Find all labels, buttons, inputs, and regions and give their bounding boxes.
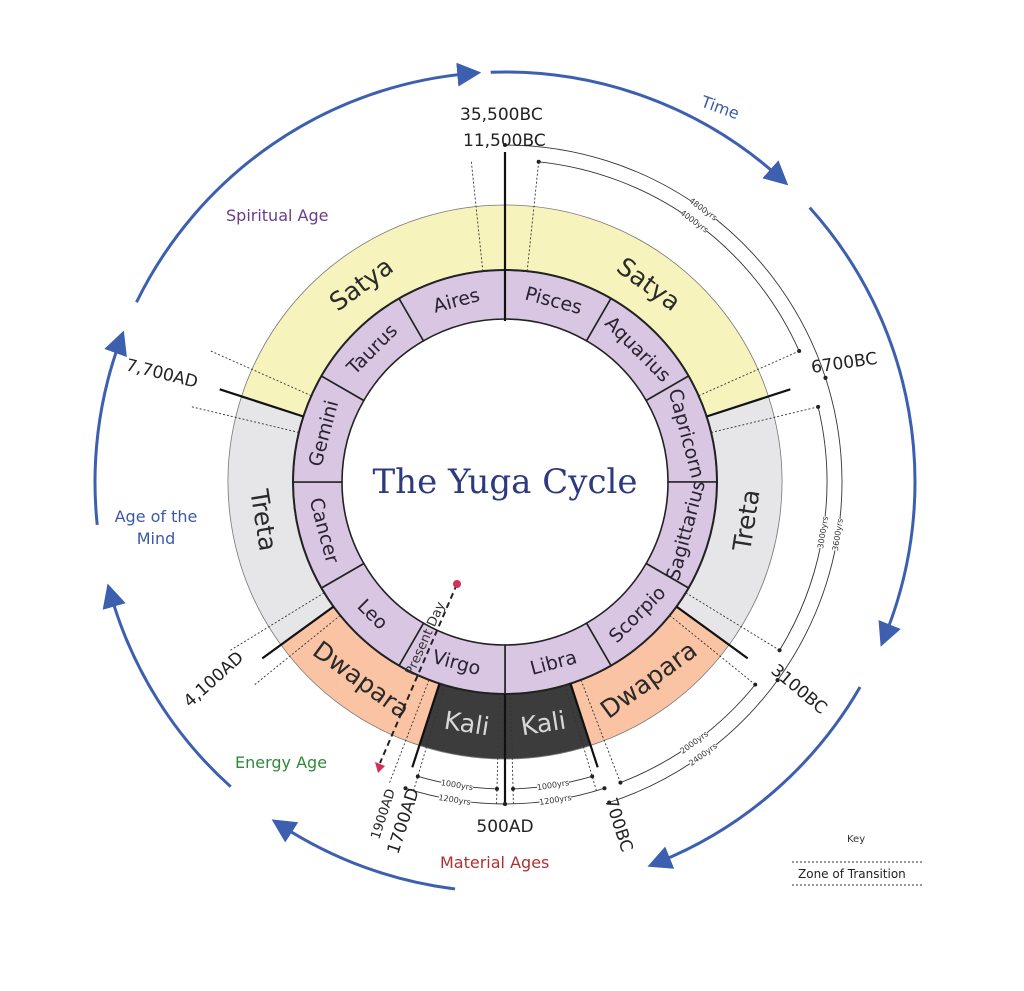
present-day-line <box>379 583 458 764</box>
dwapara-outer-duration-end <box>775 678 780 683</box>
dwapara-outer-duration-end <box>607 800 612 805</box>
date-35500bc: 35,500BC <box>460 105 543 125</box>
present-day-arrowhead <box>375 762 385 773</box>
treta-outer-duration-end <box>823 375 828 380</box>
present-day-dot <box>453 580 461 588</box>
boundary-lines <box>191 152 819 804</box>
kali-right-inner-duration-label-bg <box>536 777 570 793</box>
key-legend: Key Zone of Transition <box>792 834 924 886</box>
time-arrow-6 <box>93 330 127 526</box>
dwapara-inner-duration-end <box>618 780 623 785</box>
energy-age-label: Energy Age <box>235 753 327 772</box>
kali-left-inner-duration-label-bg <box>440 777 474 793</box>
satya-inner-duration-label-bg <box>678 208 711 235</box>
time-arrow-2 <box>808 206 917 647</box>
date-7700ad: 7,700AD <box>124 355 200 392</box>
time-arrows <box>93 62 917 891</box>
mind-age-label-line1: Age of the <box>115 507 198 526</box>
kali-left-inner-duration-end <box>494 786 499 791</box>
key-zone-of-transition: Zone of Transition <box>798 867 906 881</box>
time-label: Time <box>698 92 742 124</box>
treta-outer-duration-arc <box>777 377 843 681</box>
satya-inner-duration-end <box>797 349 802 354</box>
yuga-label-kali: Kali <box>519 706 568 742</box>
yuga-boundary-line <box>411 683 441 768</box>
key-title: Key <box>847 834 865 845</box>
yuga-label-kali: Kali <box>442 706 491 742</box>
satya-outer-duration-end <box>503 143 507 147</box>
time-arrow-1 <box>490 70 789 186</box>
kali-left-outer-duration-label-bg <box>438 792 472 808</box>
date-3100bc: 3100BC <box>767 661 831 719</box>
spiritual-age-label: Spiritual Age <box>226 206 328 225</box>
date-500ad: 500AD <box>476 817 533 837</box>
date-4100ad: 4,100AD <box>180 648 248 712</box>
dwapara-inner-duration-label-bg <box>678 729 711 756</box>
date-700bc: 700BC <box>600 795 636 854</box>
time-arrow-5 <box>102 583 232 788</box>
kali-right-outer-duration-end <box>602 786 607 791</box>
kali-right-inner-duration-end <box>511 786 516 791</box>
time-arrow-4 <box>271 819 456 891</box>
material-ages-label: Material Ages <box>440 853 549 872</box>
yuga-boundary-line <box>219 388 304 418</box>
yuga-boundary-line <box>569 683 599 768</box>
satya-inner-duration-end <box>536 159 541 164</box>
kali-right-inner-duration-end <box>590 774 595 779</box>
satya-outer-duration-label-bg <box>687 195 719 223</box>
treta-inner-duration-label-bg <box>815 515 831 549</box>
date-6700bc: 6700BC <box>810 349 879 378</box>
treta-inner-duration-end <box>816 404 821 409</box>
mind-age-label-line2: Mind <box>137 529 176 548</box>
kali-left-outer-duration-end <box>403 786 408 791</box>
yuga-boundary-line <box>261 605 335 660</box>
yuga-boundary-line <box>706 388 791 418</box>
diagram-title: The Yuga Cycle <box>373 462 638 502</box>
kali-left-outer-duration-end <box>503 802 507 806</box>
date-11500bc: 11,500BC <box>463 131 546 151</box>
time-arrow-7 <box>135 62 482 303</box>
dwapara-outer-duration-label-bg <box>687 741 719 769</box>
treta-inner-duration-end <box>777 648 782 653</box>
yuga-boundary-line <box>675 605 749 660</box>
kali-left-inner-duration-end <box>415 774 420 779</box>
kali-right-outer-duration-label-bg <box>538 792 572 808</box>
dwapara-inner-duration-end <box>753 682 758 687</box>
time-arrow-3 <box>647 686 862 869</box>
treta-outer-duration-label-bg <box>830 518 846 552</box>
zodiac-ring: PiscesAquariusCapricornSagittariusScorpi… <box>292 269 718 695</box>
